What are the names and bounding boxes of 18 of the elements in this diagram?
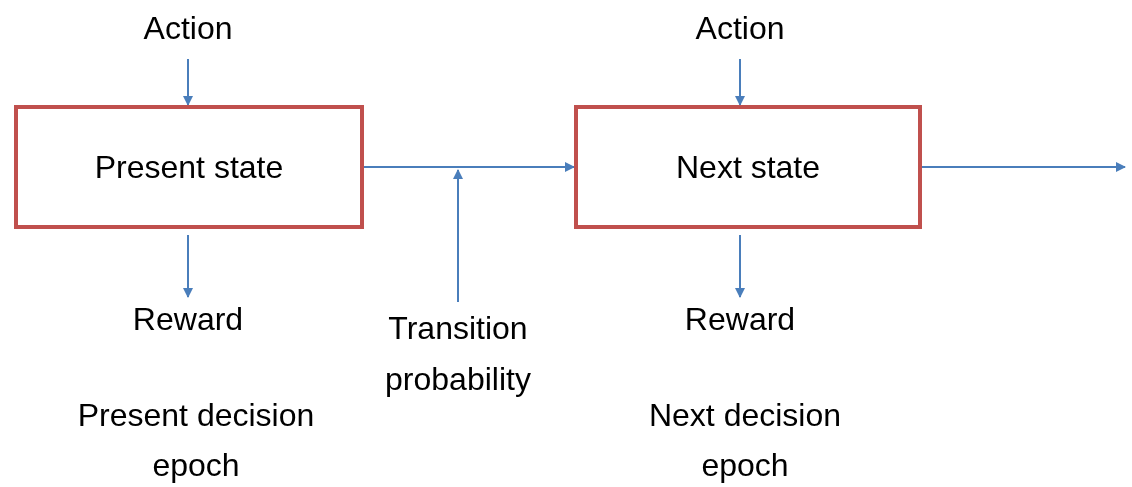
node-text: Present state [94, 148, 284, 186]
arrow [735, 234, 745, 298]
arrow [921, 162, 1126, 172]
arrow [735, 58, 745, 106]
epoch-label: Next decision epoch [647, 396, 843, 485]
node-text: Next state [675, 148, 821, 186]
epoch-label: Present decision epoch [76, 396, 316, 485]
node-text: Reward [132, 300, 244, 340]
state-box [14, 105, 364, 229]
state-box [574, 105, 922, 229]
arrow [363, 162, 575, 172]
arrow [183, 58, 193, 106]
node-text: Action [695, 9, 785, 49]
node-text: Action [143, 9, 233, 49]
arrow [453, 169, 463, 303]
node-text: Reward [684, 300, 796, 340]
node-text: Transition probability [384, 308, 532, 399]
arrow [183, 234, 193, 298]
